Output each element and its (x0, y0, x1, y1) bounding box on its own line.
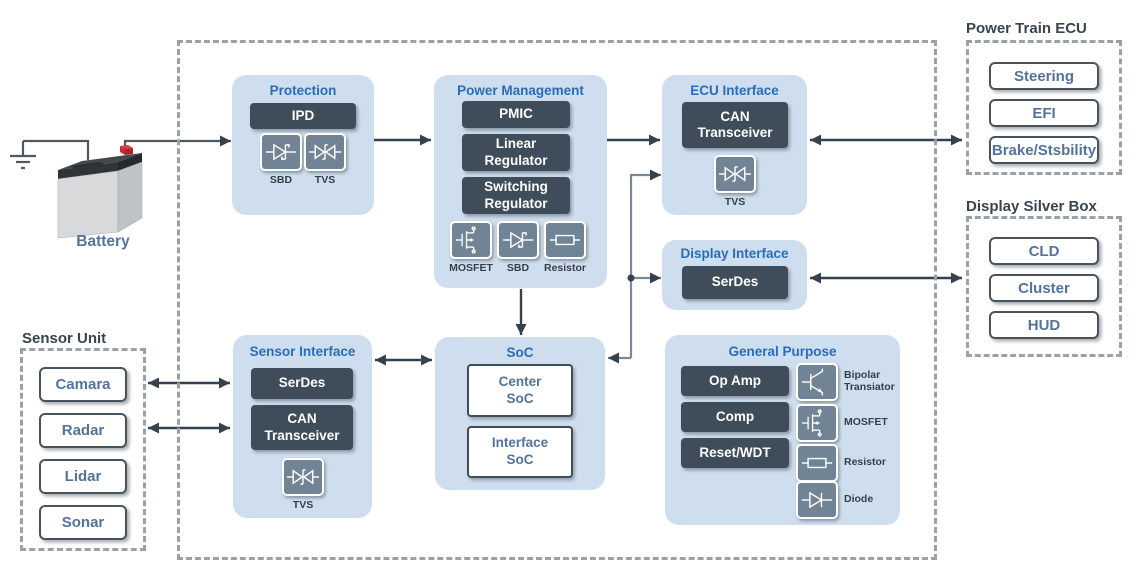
tvs-tile: TVS (303, 133, 347, 186)
serdes-chip: SerDes (251, 368, 353, 399)
can-transceiver-chip: CAN Transceiver (251, 405, 353, 450)
power-train-ecu-box: Steering EFI Brake/Stsbility (966, 40, 1122, 175)
mosfet-icon-glyph (801, 409, 822, 437)
protection-panel: Protection IPD SBD (232, 75, 374, 215)
ecu-interface-title: ECU Interface (690, 83, 779, 98)
tvs-icon (304, 133, 346, 171)
steering-box: Steering (989, 62, 1099, 90)
mosfet-icon (450, 221, 492, 259)
display-silver-box-label: Display Silver Box (966, 198, 1097, 215)
tvs-diode-icon-glyph (287, 469, 319, 485)
lidar-box: Lidar (39, 459, 127, 494)
gp-mosfet-row: MOSFET (796, 404, 888, 442)
display-interface-panel: Display Interface SerDes (662, 240, 807, 310)
resistor-icon-label: Resistor (844, 456, 887, 469)
efi-box: EFI (989, 99, 1099, 127)
can-transceiver-chip: CAN Transceiver (682, 102, 788, 148)
soc-ecu-display-connector (608, 169, 661, 364)
tvs-icon (282, 458, 324, 496)
si-tvs-tile: TVS (281, 458, 325, 511)
mosfet-icon (796, 404, 838, 442)
main-system-boundary (177, 40, 937, 560)
pmic-chip: PMIC (462, 101, 570, 128)
resistor-icon-glyph (801, 457, 833, 469)
battery-label: Battery (76, 233, 130, 250)
protection-title: Protection (269, 83, 337, 98)
comp-chip: Comp (681, 402, 789, 432)
sbd-icon (260, 133, 302, 171)
sbd-icon (497, 221, 539, 259)
connector-junction-dot (627, 274, 635, 282)
tvs-icon (714, 155, 756, 193)
resistor-icon-label: Resistor (543, 262, 586, 274)
diode-icon-label: Diode (844, 493, 874, 506)
sensor-unit-label: Sensor Unit (22, 330, 107, 347)
general-purpose-title: General Purpose (728, 344, 837, 359)
resistor-icon (544, 221, 586, 259)
sbd-tile: SBD (259, 133, 303, 186)
soc-panel: SoC Center SoC Interface SoC (435, 337, 605, 490)
tvs-diode-icon-glyph (719, 166, 751, 182)
power-management-panel: Power Management PMIC Linear Regulator S… (434, 75, 607, 288)
power-management-title: Power Management (457, 83, 584, 98)
diode-icon-glyph (801, 491, 833, 509)
ground-symbol (10, 141, 36, 170)
mosfet-icon-label: MOSFET (449, 262, 493, 274)
sensor-interface-title: Sensor Interface (249, 344, 356, 359)
linear-regulator-chip: Linear Regulator (462, 134, 570, 171)
display-silver-box: CLD Cluster HUD (966, 216, 1122, 357)
power-train-ecu-label: Power Train ECU (966, 20, 1087, 37)
sensor-interface-panel: Sensor Interface SerDes CAN Transceiver … (233, 335, 372, 518)
camara-box: Camara (39, 367, 127, 402)
pm-resistor-tile: Resistor (543, 221, 587, 274)
resistor-icon (796, 444, 838, 482)
bipolar-transistor-icon-glyph (801, 368, 824, 396)
battery-illustration (57, 145, 143, 239)
cluster-box: Cluster (989, 274, 1099, 302)
diode-icon (796, 481, 838, 519)
sbd-diode-icon-glyph (265, 143, 297, 161)
ecu-interface-panel: ECU Interface CAN Transceiver TVS (662, 75, 807, 215)
tvs-diode-icon-glyph (309, 144, 341, 160)
gp-bipolar-row: Bipolar Transiator (796, 363, 895, 401)
radar-box: Radar (39, 413, 127, 448)
bipolar-transistor-icon (796, 363, 838, 401)
mosfet-icon-glyph (455, 226, 476, 254)
pm-mosfet-tile: MOSFET (449, 221, 493, 274)
cld-box: CLD (989, 237, 1099, 265)
soc-title: SoC (506, 345, 534, 360)
ipd-chip: IPD (250, 103, 356, 129)
sbd-icon-label: SBD (269, 174, 293, 186)
sbd-icon-label: SBD (506, 262, 530, 274)
tvs-icon-label: TVS (724, 196, 746, 208)
switching-regulator-chip: Switching Regulator (462, 177, 570, 214)
tvs-icon-label: TVS (314, 174, 336, 186)
sensor-unit-box: Camara Radar Lidar Sonar (20, 348, 146, 551)
sonar-box: Sonar (39, 505, 127, 540)
center-soc-card: Center SoC (467, 364, 573, 417)
hud-box: HUD (989, 311, 1099, 339)
general-purpose-panel: General Purpose Op Amp Comp Reset/WDT Bi… (665, 335, 900, 525)
display-interface-title: Display Interface (680, 246, 789, 261)
battery-positive-terminal (120, 145, 133, 155)
sbd-diode-icon-glyph (502, 231, 534, 249)
ecu-tvs-tile: TVS (713, 155, 757, 208)
serdes-chip: SerDes (682, 266, 788, 299)
bipolar-transistor-icon-label: Bipolar Transiator (844, 369, 895, 393)
pm-sbd-tile: SBD (496, 221, 540, 274)
mosfet-icon-label: MOSFET (844, 416, 888, 429)
op-amp-chip: Op Amp (681, 366, 789, 396)
reset-wdt-chip: Reset/WDT (681, 438, 789, 468)
gp-resistor-row: Resistor (796, 444, 886, 482)
resistor-icon-glyph (549, 234, 581, 246)
tvs-icon-label: TVS (292, 499, 314, 511)
gp-diode-row: Diode (796, 481, 873, 519)
interface-soc-card: Interface SoC (467, 426, 573, 478)
brake-stability-box: Brake/Stsbility (989, 136, 1099, 164)
